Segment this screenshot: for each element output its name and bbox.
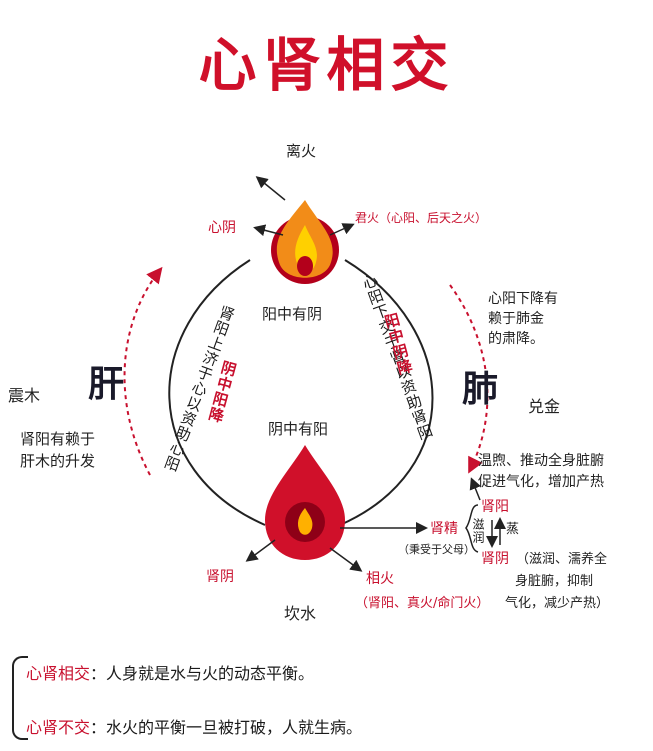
kidney-yin-label-2: 肾阴 [481,551,509,567]
xiang-fire-detail: （肾阳、真火/命门火） [355,596,490,611]
yin-note-3: 气化，减少产热） [505,596,610,611]
yin-note-1: （滋润、濡养全 [516,552,608,567]
warm-note-2: 促进气化，增加产热 [478,474,604,490]
kidney-yang-label: 肾阳 [481,499,509,515]
left-red-dashed [123,266,163,476]
dui-metal-label: 兑金 [528,397,561,416]
essence-note: （秉受于父母） [398,543,475,556]
kan-trigram-icon [287,565,323,585]
footer-term-2: 心肾不交 [26,718,91,737]
footer-desc-1: ：人身就是水与火的动态平衡。 [90,664,315,683]
heart-fire-label: 君火（心阳、后天之火） [355,211,488,225]
kidney-water-drop-icon [265,445,345,560]
lung-label: 肺 [462,369,499,410]
heart-fire-icon [271,200,339,284]
liver-label: 肝 [88,364,125,405]
footer-desc-2: ：水火的平衡一旦被打破，人就生病。 [90,718,363,737]
nourish-label: 滋润 [471,518,485,544]
footer-brace [12,656,28,740]
zhen-trigram-icon [10,352,46,372]
xiang-fire-label: 相火 [366,571,394,587]
footer-term-1: 心肾相交 [26,664,91,683]
kidney-center-label: 阴中有阳 [268,420,329,438]
footer-line-1: 心肾相交：人身就是水与火的动态平衡。 [26,660,314,684]
zhen-wood-label: 震木 [8,386,41,405]
li-trigram-icon [287,166,323,186]
right-note-3: 的肃降。 [488,331,544,347]
page-title: 心肾相交 [198,31,455,99]
heart-yin-label: 心阴 [208,220,236,236]
right-red-dashed [449,284,489,474]
footer-line-2: 心肾不交：水火的平衡一旦被打破，人就生病。 [26,714,362,738]
kidney-yin-label: 肾阴 [206,569,234,585]
right-note-2: 赖于肺金 [488,311,544,327]
right-arc [339,259,434,526]
dui-trigram-icon [528,362,568,384]
heart-center-label: 阳中有阴 [262,305,323,323]
left-note-1: 肾阳有赖于 [20,430,96,448]
left-note-2: 肝木的升发 [20,452,96,470]
li-fire-label: 离火 [286,142,317,160]
yin-note-2: 身脏腑，抑制 [515,574,594,589]
right-note-1: 心阳下降有 [488,291,558,307]
kan-water-label: 坎水 [284,604,317,623]
warm-note-1: 温煦、推动全身脏腑 [478,453,604,469]
kidney-essence-label: 肾精 [430,521,458,537]
steam-label: 蒸 [506,522,520,537]
left-arc [168,259,266,526]
